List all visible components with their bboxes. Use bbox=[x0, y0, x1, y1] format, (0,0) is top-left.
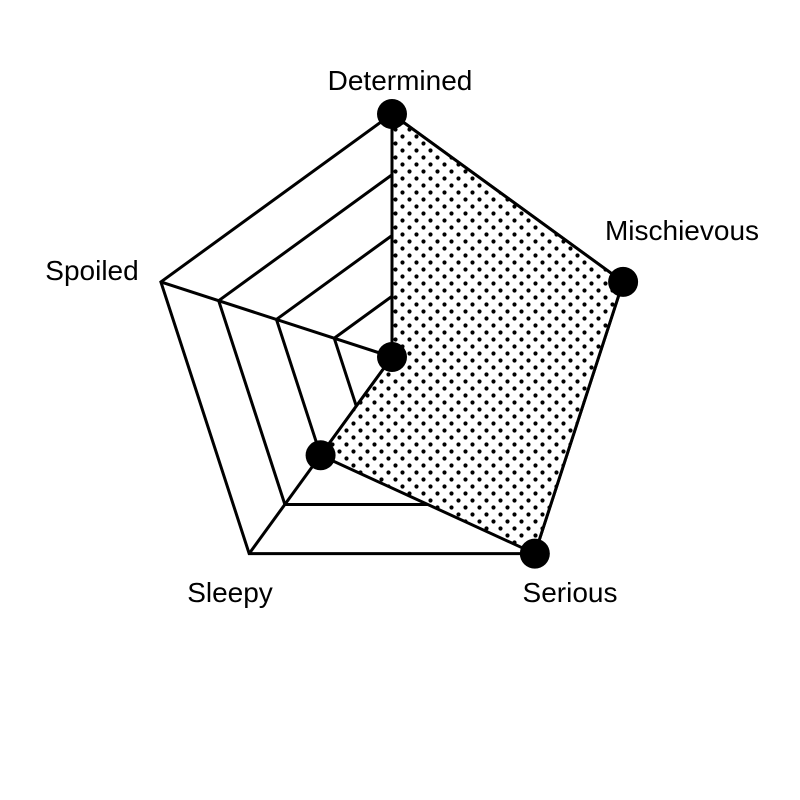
radar-points bbox=[305, 99, 639, 569]
point-sleepy bbox=[305, 440, 336, 471]
point-serious bbox=[519, 538, 550, 569]
axis-label-determined: Determined bbox=[328, 65, 473, 96]
radar-series bbox=[318, 111, 625, 556]
point-spoiled bbox=[377, 342, 407, 372]
spoke-spoiled bbox=[160, 280, 393, 359]
axis-label-sleepy: Sleepy bbox=[187, 577, 273, 608]
axis-label-spoiled: Spoiled bbox=[45, 255, 138, 286]
axis-label-mischievous: Mischievous bbox=[605, 215, 759, 246]
point-mischievous bbox=[608, 266, 639, 297]
series-area bbox=[318, 111, 625, 556]
point-determined bbox=[377, 99, 407, 129]
axis-label-serious: Serious bbox=[523, 577, 618, 608]
